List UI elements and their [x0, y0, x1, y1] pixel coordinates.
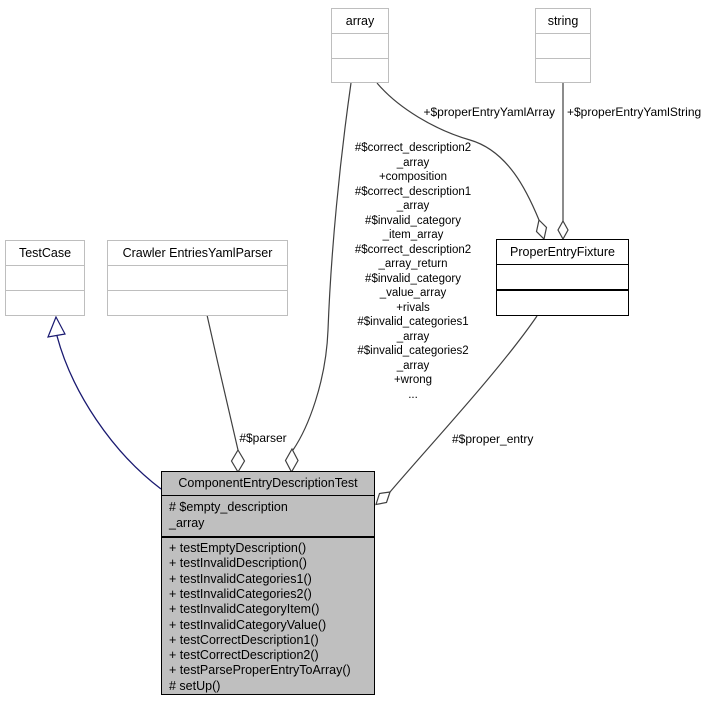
usage-line: ... [408, 388, 418, 401]
class-node-array-title: array [332, 9, 388, 34]
class-node-main-title: ComponentEntryDescriptionTest [162, 472, 374, 496]
aggregation-diamond-array-main [284, 447, 299, 474]
class-node-properentryfixture-title[interactable]: ProperEntryFixture [497, 240, 628, 265]
method-line: # setUp() [169, 678, 221, 693]
method-line: + testParseProperEntryToArray() [169, 663, 351, 678]
aggregation-diamond-proper-entry [375, 491, 391, 506]
usage-line: _array [396, 156, 430, 169]
method-line: + testCorrectDescription2() [169, 648, 319, 663]
class-node-string-title: string [536, 9, 590, 34]
edge-label-proper-entry-yaml-array: +$properEntryYamlArray [423, 105, 556, 119]
class-node-properentryfixture-attrs-compartment [497, 265, 628, 289]
edge-label-proper-entry-yaml-string: +$properEntryYamlString [567, 105, 702, 119]
class-node-testcase: TestCase [5, 240, 85, 316]
method-line: + testInvalidCategories2() [169, 586, 312, 601]
class-node-main-attributes: # $empty_description _array [162, 496, 374, 537]
usage-line: #$correct_description2 [354, 142, 472, 154]
class-node-array-methods-compartment [332, 57, 388, 83]
class-node-crawler-attrs-compartment [108, 266, 287, 290]
inheritance-edge-testcase [56, 335, 162, 490]
class-node-crawler-methods-compartment [108, 290, 287, 315]
usage-line: _array [396, 200, 430, 212]
class-node-string-attrs-compartment [536, 34, 590, 58]
edge-label-array-usage: #$correct_description2 _array +composition… [333, 141, 493, 402]
class-node-main-methods: + testEmptyDescription()+ testInvalidDes… [162, 536, 374, 694]
usage-line: _array [396, 359, 430, 372]
method-line: + testInvalidCategoryValue() [169, 617, 327, 632]
method-line: + testCorrectDescription1() [169, 632, 319, 647]
class-node-array-attrs-compartment [332, 34, 388, 58]
class-node-crawler-title: Crawler EntriesYamlParser [108, 241, 287, 266]
class-node-testcase-title: TestCase [6, 241, 84, 266]
usage-line: #$correct_description2 [354, 243, 472, 256]
class-node-array: array [331, 8, 389, 83]
class-node-testcase-methods-compartment [6, 290, 84, 315]
class-node-componententrydescriptiontest: ComponentEntryDescriptionTest # $empty_d… [161, 471, 375, 695]
usage-line: +wrong [393, 374, 433, 386]
method-line: + testInvalidCategories1() [169, 571, 312, 586]
class-node-properentryfixture-methods-compartment [497, 289, 628, 315]
method-line: + testInvalidCategoryItem() [169, 602, 320, 617]
usage-line: #$invalid_categories2 [357, 345, 469, 357]
class-node-properentryfixture[interactable]: ProperEntryFixture [496, 239, 629, 316]
usage-line: #$invalid_categories1 [357, 316, 469, 328]
usage-line: #$invalid_category [365, 272, 461, 285]
method-line: + testInvalidDescription() [169, 556, 307, 571]
usage-line: _value_array [379, 287, 447, 299]
usage-line: +rivals [396, 301, 430, 314]
usage-line: +composition [378, 171, 448, 183]
aggregation-diamond-yaml-array [535, 218, 548, 241]
usage-line: _array [396, 330, 430, 343]
usage-line: _array_return [378, 258, 448, 270]
usage-edge-parser [206, 314, 239, 451]
class-node-string: string [535, 8, 591, 83]
class-node-string-methods-compartment [536, 57, 590, 83]
usage-line: _item_array [382, 229, 444, 241]
edge-label-parser: #$parser [239, 431, 287, 445]
method-line: + testEmptyDescription() [169, 541, 307, 556]
usage-line: #$invalid_category [365, 214, 461, 227]
aggregation-diamond-yaml-string [557, 219, 569, 241]
attribute-line: # $empty_description _array [169, 499, 288, 530]
class-node-testcase-attrs-compartment [6, 266, 84, 290]
usage-line: #$correct_description1 [354, 185, 472, 198]
inheritance-arrowhead [47, 315, 66, 338]
edge-label-proper-entry: #$proper_entry [452, 432, 534, 446]
aggregation-diamond-parser [230, 448, 246, 474]
class-node-crawler-entriesyamlparser: Crawler EntriesYamlParser [107, 240, 288, 316]
